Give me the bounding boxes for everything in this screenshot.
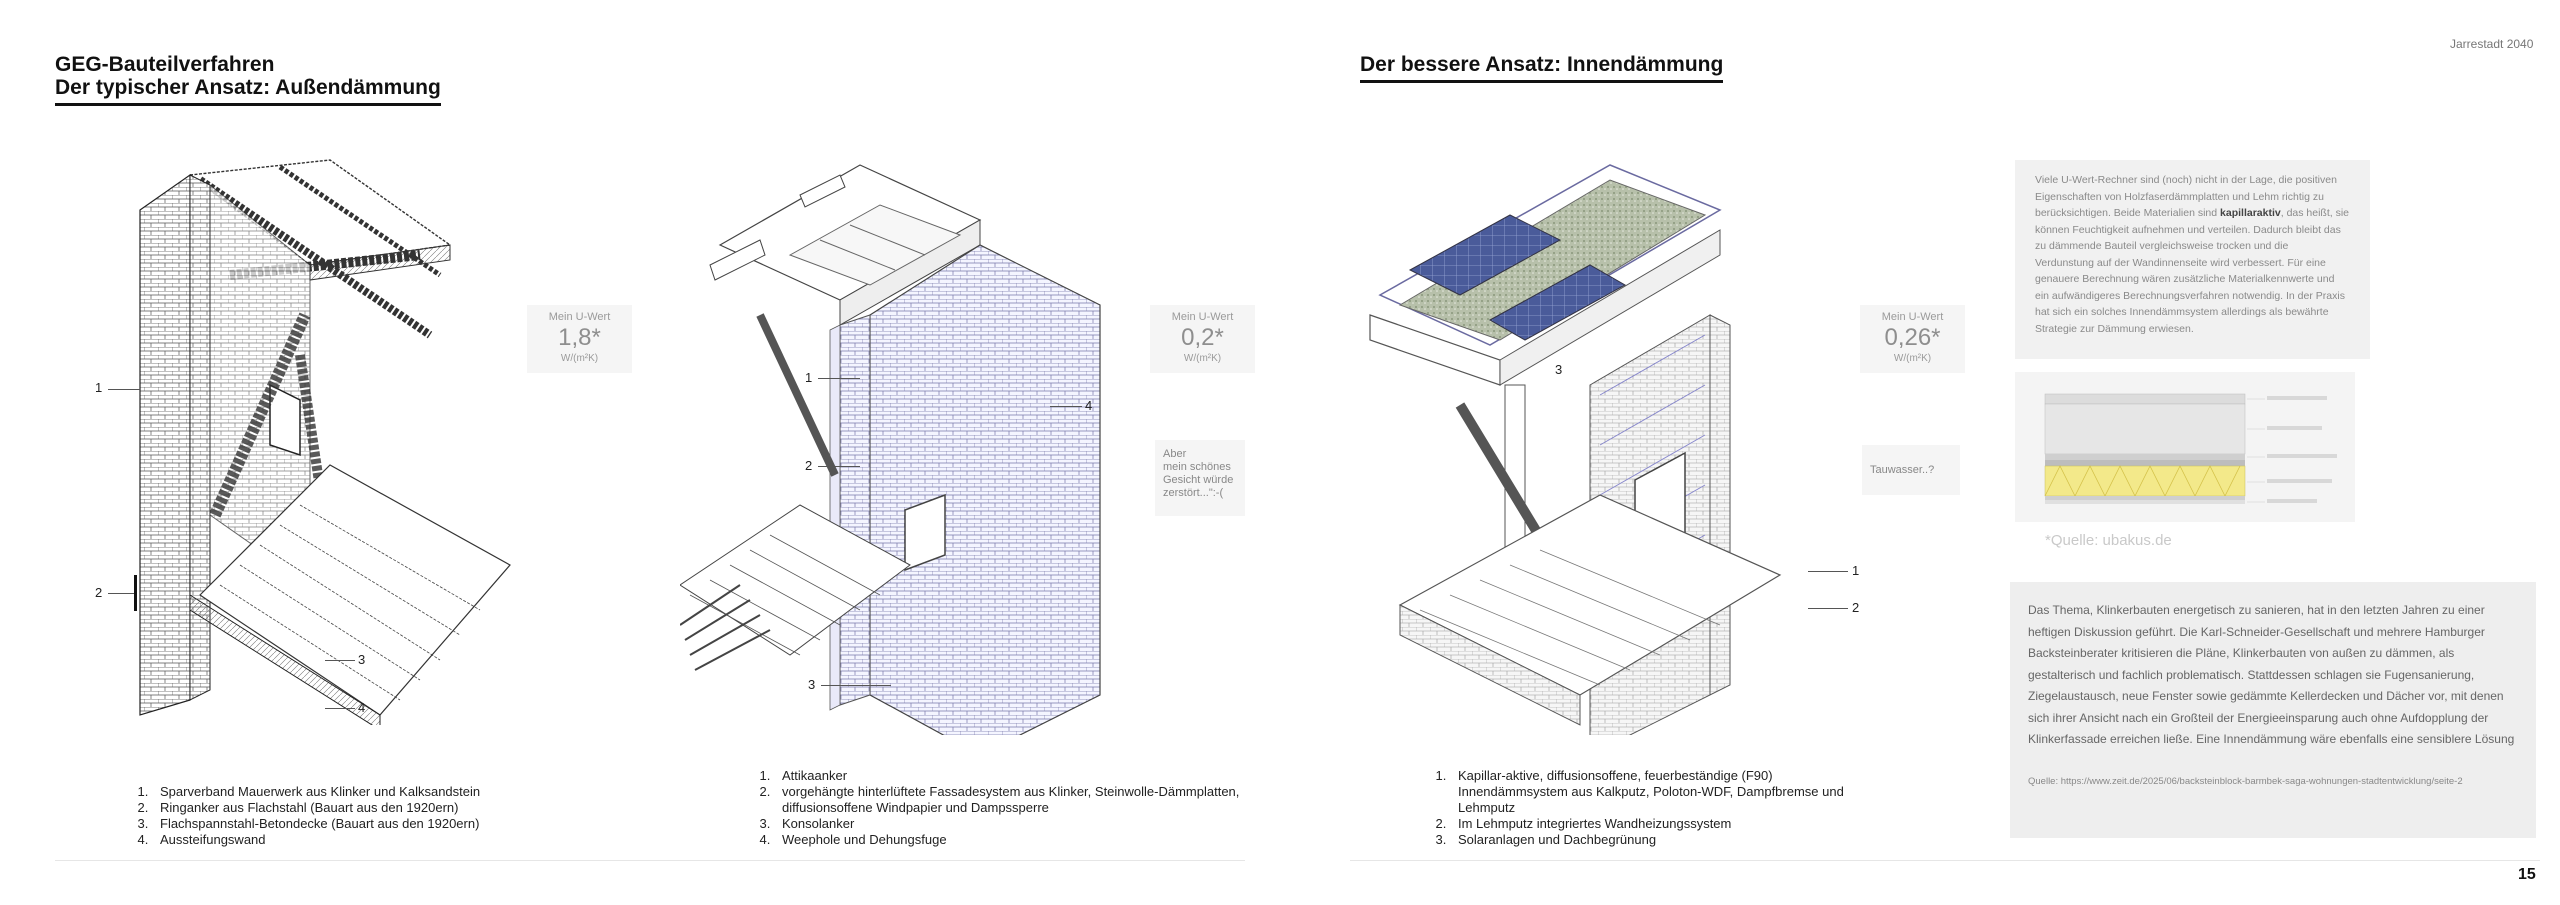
divider-line-right: [1350, 860, 2540, 861]
callout-d1-1: 1: [95, 380, 103, 395]
list-item: Im Lehmputz integriertes Wandheizungssys…: [1450, 816, 1870, 832]
callout-d1-4: 4: [358, 700, 366, 715]
quote-box-karl-schneider: Das Thema, Klinkerbauten energetisch zu …: [2010, 582, 2536, 838]
uwert-value-1: 1,8*: [558, 324, 601, 351]
uwert-label: Mein U-Wert: [1171, 311, 1234, 323]
drawing-facade-system-2: [680, 155, 1120, 735]
quote-text: Das Thema, Klinkerbauten energetisch zu …: [2028, 603, 2515, 746]
drawing-interior-insulation-3: [1360, 155, 1800, 735]
list-item: Attikaanker: [774, 768, 1244, 784]
divider-line-left: [55, 860, 1245, 861]
callout-d3-2: 2: [1852, 600, 1860, 615]
left-title-line2: Der typischer Ansatz: Außendämmung: [55, 76, 441, 106]
list-item: Aussteifungswand: [152, 832, 632, 848]
list-item: Solaranlagen und Dachbegrünung: [1450, 832, 1870, 848]
callout-line: [325, 660, 355, 661]
uwert-value-2: 0,2*: [1181, 324, 1224, 351]
list-drawing1: Sparverband Mauerwerk aus Klinker und Ka…: [130, 784, 632, 848]
callout-d1-2: 2: [95, 585, 103, 600]
list-item: vorgehängte hinterlüftete Fassadesystem …: [774, 784, 1244, 816]
list-item: Flachspannstahl-Betondecke (Bauart aus d…: [152, 816, 632, 832]
quote-source: Quelle: https://www.zeit.de/2025/06/back…: [2028, 775, 2463, 787]
info-text-part2: , das heißt, sie können Feuchtigkeit auf…: [2035, 207, 2350, 335]
callout-line: [821, 685, 891, 686]
callout-bracket: [134, 575, 137, 611]
callout-line: [325, 708, 355, 709]
info-box-kapillaraktiv: Viele U-Wert-Rechner sind (noch) nicht i…: [2015, 160, 2370, 359]
callout-line: [108, 389, 140, 390]
callout-d2-1: 1: [805, 370, 813, 385]
info-text-bold: kapillaraktiv: [2220, 207, 2281, 219]
callout-d3-1: 1: [1852, 563, 1860, 578]
list-item: Weephole und Dehungsfuge: [774, 832, 1244, 848]
list-item: Kapillar-aktive, diffusionsoffene, feuer…: [1450, 768, 1870, 816]
right-title: Der bessere Ansatz: Innendämmung: [1360, 53, 1724, 83]
info-text-part1: Viele U-Wert-Rechner sind (noch) nicht i…: [2035, 174, 2337, 219]
uwert-box-1: Mein U-Wert 1,8* W/(m²K): [527, 305, 632, 373]
callout-line: [818, 378, 860, 379]
page-number: 15: [2518, 866, 2536, 883]
list-drawing3: Kapillar-aktive, diffusionsoffene, feuer…: [1428, 768, 1870, 848]
header-project-label: Jarrestadt 2040: [2450, 37, 2534, 51]
list-item: Konsolanker: [774, 816, 1244, 832]
list-drawing2: Attikaanker vorgehängte hinterlüftete Fa…: [752, 768, 1244, 848]
drawing-exterior-wall-1: [130, 155, 530, 725]
callout-d2-2: 2: [805, 458, 813, 473]
left-title: GEG-Bauteilverfahren Der typischer Ansat…: [55, 53, 441, 106]
callout-d3-3: 3: [1555, 362, 1563, 377]
callout-d2-3: 3: [808, 677, 816, 692]
uwert-label: Mein U-Wert: [548, 311, 611, 323]
wall-layer-diagram: [2015, 372, 2355, 522]
callout-d1-3: 3: [358, 652, 366, 667]
uwert-unit: W/(m²K): [1893, 353, 1932, 364]
callout-line: [1808, 571, 1848, 572]
list-item: Sparverband Mauerwerk aus Klinker und Ka…: [152, 784, 632, 800]
left-title-line1: GEG-Bauteilverfahren: [55, 53, 275, 76]
uwert-box-3: Mein U-Wert 0,26* W/(m²K): [1860, 305, 1965, 373]
layer-diagram-svg: [2044, 393, 2337, 504]
callout-line: [1808, 608, 1848, 609]
uwert-unit: W/(m²K): [1183, 353, 1222, 364]
uwert-box-2: Mein U-Wert 0,2* W/(m²K): [1150, 305, 1255, 373]
callout-line: [1050, 406, 1082, 407]
note-tauwasser: Tauwasser..?: [1862, 445, 1960, 495]
uwert-unit: W/(m²K): [560, 353, 599, 364]
note-face: Aber mein schönes Gesicht würde zerstört…: [1155, 440, 1245, 516]
callout-line: [818, 466, 860, 467]
list-item: Ringanker aus Flachstahl (Bauart aus den…: [152, 800, 632, 816]
uwert-value-3: 0,26*: [1884, 324, 1941, 351]
callout-d2-4: 4: [1085, 398, 1093, 413]
callout-line: [108, 593, 136, 594]
right-title-text: Der bessere Ansatz: Innendämmung: [1360, 53, 1724, 83]
quelle-caption: *Quelle: ubakus.de: [2045, 532, 2172, 549]
uwert-label: Mein U-Wert: [1881, 311, 1944, 323]
